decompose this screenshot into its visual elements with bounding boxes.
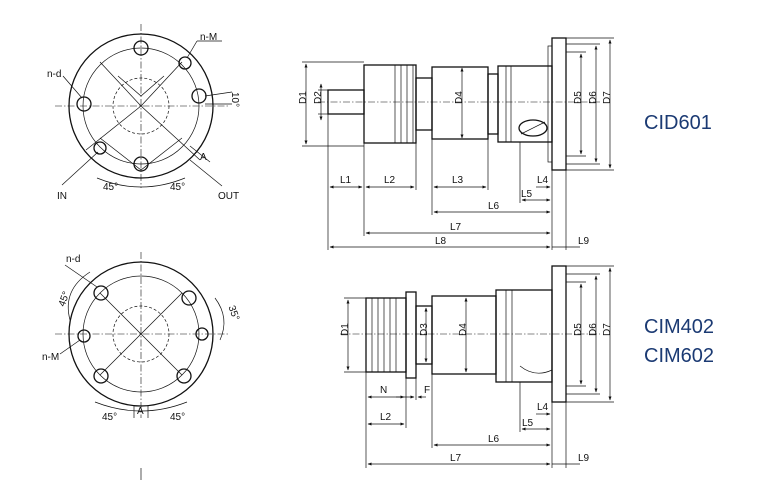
bottom-l6: L6 <box>488 434 500 445</box>
top-d1: D1 <box>298 91 309 104</box>
bottom-angle-right: 45° <box>170 412 185 423</box>
bottom-flange-plate <box>551 265 567 403</box>
top-l2: L2 <box>384 175 396 186</box>
top-d6: D6 <box>588 91 599 104</box>
bottom-l7: L7 <box>450 453 462 464</box>
model-label-top: CID601 <box>644 112 712 134</box>
bottom-d1: D1 <box>340 323 351 336</box>
out-label: OUT <box>218 191 239 202</box>
top-l8: L8 <box>435 236 447 247</box>
bottom-l2: L2 <box>380 412 392 423</box>
top-dim-a: A <box>200 152 207 163</box>
bottom-n-m-label: n-M <box>42 352 59 363</box>
top-bolt-hole <box>133 40 149 56</box>
bottom-bolt-hole <box>181 290 197 306</box>
top-d4: D4 <box>454 91 465 104</box>
bottom-d6: D6 <box>588 323 599 336</box>
bottom-housing <box>495 289 553 383</box>
top-n-m-label: n-M <box>200 32 217 43</box>
top-l9: L9 <box>578 236 590 247</box>
bottom-l5: L5 <box>522 418 534 429</box>
bottom-bolt-hole <box>176 368 192 384</box>
bottom-d4: D4 <box>458 323 469 336</box>
top-sleeve <box>363 64 417 144</box>
top-d7: D7 <box>602 91 613 104</box>
top-bolt-hole <box>133 156 149 172</box>
model-label-bottom-2: CIM602 <box>644 345 714 367</box>
bottom-d5: D5 <box>573 323 584 336</box>
top-thread-hole <box>178 56 192 70</box>
top-angle-right: 45° <box>170 182 185 193</box>
bottom-thread-hole <box>77 329 91 343</box>
bottom-d7: D7 <box>602 323 613 336</box>
bottom-dim-a: A <box>137 406 144 417</box>
bottom-angle-right-top: 35° <box>226 304 242 322</box>
bottom-n: N <box>380 385 387 396</box>
bottom-bolt-hole <box>93 368 109 384</box>
model-label-bottom-1: CIM402 <box>644 316 714 338</box>
in-label: IN <box>57 191 67 202</box>
top-d5: D5 <box>573 91 584 104</box>
bottom-l9: L9 <box>578 453 590 464</box>
top-l5: L5 <box>521 189 533 200</box>
top-side-view: D1 D2 D4 D5 D6 D7 L1 L2 L3 L4 L5 L6 L7 L… <box>298 37 614 250</box>
top-n-d-label: n-d <box>47 69 61 80</box>
bottom-l4: L4 <box>537 402 549 413</box>
bottom-d3: D3 <box>419 323 430 336</box>
bottom-angle-left: 45° <box>102 412 117 423</box>
bottom-thread-hole <box>195 327 209 341</box>
top-angle-10: 10° <box>229 92 240 107</box>
bottom-n-d-label: n-d <box>66 254 80 265</box>
top-thread-hole <box>93 141 107 155</box>
bottom-bolt-hole <box>93 285 109 301</box>
top-flange-plate <box>551 37 567 171</box>
top-l1: L1 <box>340 175 352 186</box>
bottom-flange-view: n-d n-M 45° 35° 45° 45° A <box>42 252 241 480</box>
top-l4: L4 <box>537 175 549 186</box>
bottom-side-view: D1 D3 D4 D5 D6 D7 N F L2 L4 L5 L6 L7 L9 <box>340 265 614 468</box>
top-port <box>518 119 548 137</box>
top-l6: L6 <box>488 201 500 212</box>
top-angle-left: 45° <box>103 182 118 193</box>
bottom-angle-left-top: 45° <box>57 290 73 308</box>
top-flange-view: n-d n-M 10° 45° 45° A IN OUT <box>47 24 240 202</box>
top-l3: L3 <box>452 175 464 186</box>
top-d2: D2 <box>313 91 324 104</box>
top-l7: L7 <box>450 222 462 233</box>
bottom-f: F <box>424 385 430 396</box>
top-bolt-hole <box>76 96 92 112</box>
